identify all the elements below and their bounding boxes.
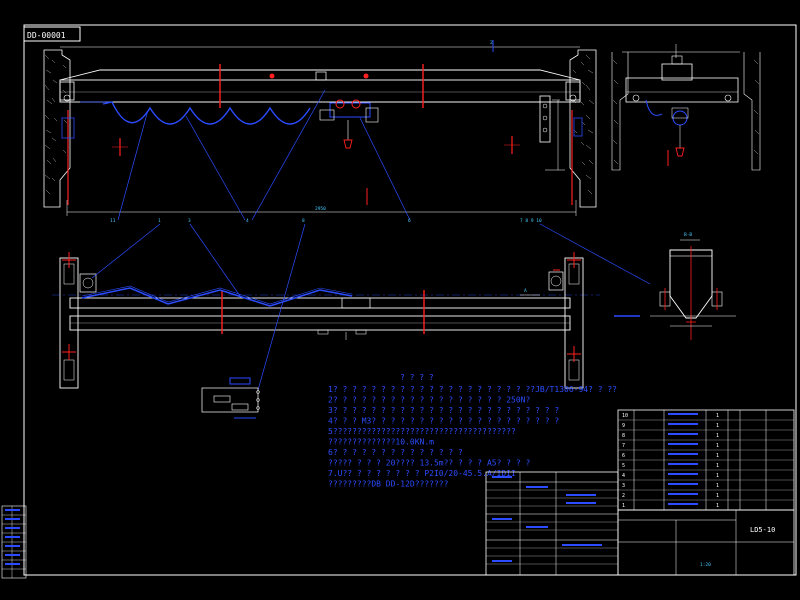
parts-row-quantity: 1 [716,453,719,459]
parts-row-number: 6 [622,453,625,459]
parts-row-number: 3 [622,483,625,489]
front-elevation-view: 2 [43,40,597,224]
technical-notes: ? ? ? ? 1? ? ? ? ? ? ? ? ? ? ? ? ? ? ? ?… [328,373,617,489]
svg-text:3: 3 [188,218,191,224]
parts-row-quantity: 1 [716,493,719,499]
parts-row-description [668,453,698,455]
drawing-border [23,24,797,576]
drawing-number-box [23,26,81,42]
drawing-number: DD-00001 [27,31,66,40]
parts-row-number: 10 [622,413,628,419]
svg-text:2950: 2950 [315,206,326,212]
svg-text:4: 4 [246,218,249,224]
hoist-trolley [319,99,379,149]
title-block-code: LD5-10 [750,526,775,534]
svg-text:B-B: B-B [684,232,692,238]
parts-row-description [668,483,698,485]
parts-row-number: 9 [622,423,625,429]
technical-note-line: 5?????????????????????????????????????? [328,427,516,436]
technical-note-line: 3? ? ? ? ? ? ? ? ? ? ? ? ? ? ? ? ? ? ? ?… [328,406,559,415]
parts-row-description [668,423,698,425]
title-block: LD5-10 1:20 [485,471,795,576]
technical-note-line: 7.U?? ? ? ? ? ? ? ? P2I0/20-45.5.A/IDII [328,469,516,478]
parts-row-number: 8 [622,433,625,439]
parts-row-description [668,413,698,415]
side-elevation-view [611,44,761,171]
section-view: B-B [614,232,736,340]
left-margin-stamp [1,505,27,579]
side-hoist [645,99,689,166]
parts-row-description [668,473,698,475]
right-wall [569,49,597,208]
svg-text:11: 11 [110,218,116,224]
plan-view: A 1 3 8 7 8 9 10 [52,218,651,391]
parts-row-quantity: 1 [716,503,719,509]
parts-row-quantity: 1 [716,463,719,469]
parts-row-description [668,443,698,445]
technical-note-line: 2? ? ? ? ? ? ? ? ? ? ? ? ? ? ? ? ? ? 250… [328,396,530,405]
parts-row-number: 5 [622,463,625,469]
parts-row-number: 1 [622,503,625,509]
parts-row-quantity: 1 [716,483,719,489]
technical-note-line: ??????????????10.0KN.m [328,438,434,447]
parts-row-description [668,463,698,465]
svg-text:A: A [524,288,527,294]
right-end-detail [539,95,583,171]
technical-note-line: 1? ? ? ? ? ? ? ? ? ? ? ? ? ? ? ? ? ? ? ?… [328,385,617,394]
technical-note-line: ????? ? ? ? 20???? 13.5m?? ? ? ? A5? ? ?… [328,459,530,468]
parts-row-number: 4 [622,473,625,479]
parts-row-quantity: 1 [716,443,719,449]
left-wall [43,49,71,208]
svg-text:7 8 9 10: 7 8 9 10 [520,218,542,224]
parts-row-number: 2 [622,493,625,499]
parts-row-description [668,503,698,505]
parts-row-quantity: 1 [716,473,719,479]
technical-note-line: 6? ? ? ? ? ? ? ? ? ? ? ? ? ? [328,448,463,457]
svg-text:1: 1 [158,218,161,224]
parts-row-description [668,433,698,435]
parts-list-table: 10 1 9 1 8 1 7 1 6 1 5 1 4 1 3 1 2 1 1 1 [617,409,795,511]
parts-row-quantity: 1 [716,433,719,439]
svg-text:8: 8 [302,218,305,224]
svg-text:? ? ? ?: ? ? ? ? [400,373,434,382]
parts-row-quantity: 1 [716,413,719,419]
parts-row-quantity: 1 [716,423,719,429]
detail-bracket [201,377,260,419]
svg-text:2: 2 [490,40,493,46]
parts-row-number: 7 [622,443,625,449]
technical-note-line: 4? ? ? M3? ? ? ? ? ? ? ? ? ? ? ? ? ? ? ?… [328,417,559,426]
technical-note-line: ?????????DB DD-12D??????? [328,480,449,489]
svg-text:6: 6 [408,218,411,224]
title-block-scale: 1:20 [700,562,711,568]
parts-row-description [668,493,698,495]
